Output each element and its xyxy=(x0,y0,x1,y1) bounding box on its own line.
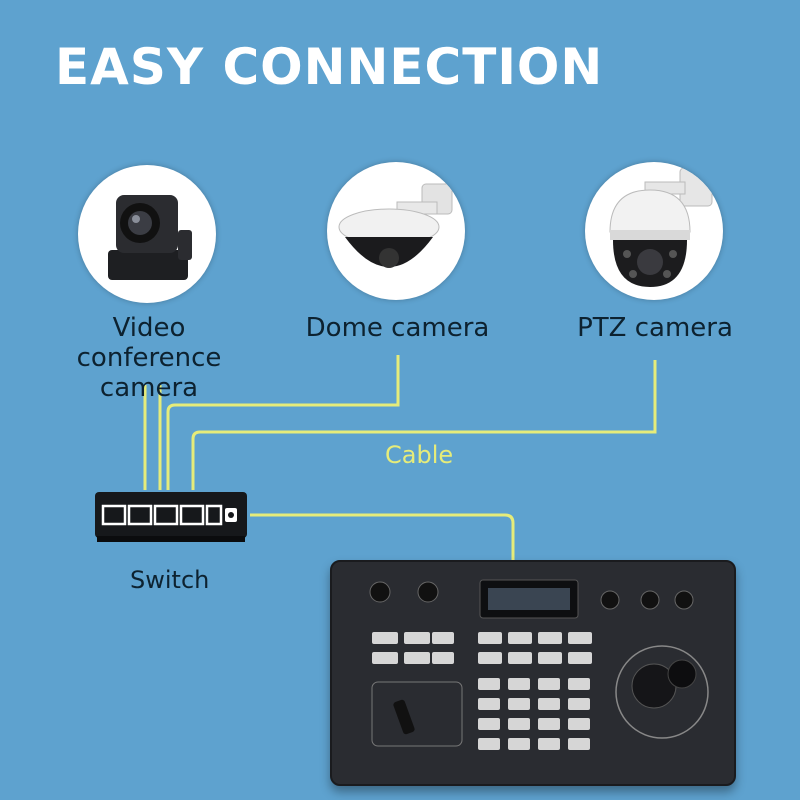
network-switch xyxy=(95,492,247,544)
dome-camera-label: Dome camera xyxy=(300,313,495,343)
r-knob xyxy=(601,591,619,609)
dome-camera-image xyxy=(327,162,465,300)
switch-icon xyxy=(95,492,247,544)
ptz-keyboard-controller xyxy=(330,560,736,786)
cable-keypad xyxy=(250,515,513,560)
video-conference-label-line2: camera xyxy=(40,373,258,403)
video-conference-camera-icon xyxy=(78,165,216,303)
ptz-camera-icon xyxy=(585,162,723,300)
dome-camera-icon xyxy=(327,162,465,300)
ptz-camera-label: PTZ camera xyxy=(575,313,735,343)
iris-knob xyxy=(418,582,438,602)
lcd-screen xyxy=(488,588,570,610)
cable-label: Cable xyxy=(385,441,453,469)
zoom-lever xyxy=(393,699,416,735)
video-conference-camera-image xyxy=(78,165,216,303)
switch-label: Switch xyxy=(130,566,209,594)
zoom-lever-frame xyxy=(372,682,462,746)
keypad-face xyxy=(332,562,734,784)
focus-knob xyxy=(370,582,390,602)
ptz-speed-knob xyxy=(675,591,693,609)
ptz-camera-image xyxy=(585,162,723,300)
b-knob xyxy=(641,591,659,609)
video-conference-label-line1: Video conference xyxy=(40,313,258,373)
joystick-knob xyxy=(668,660,696,688)
cable-ptz xyxy=(193,360,655,490)
video-conference-label: Video conference camera xyxy=(40,313,258,403)
